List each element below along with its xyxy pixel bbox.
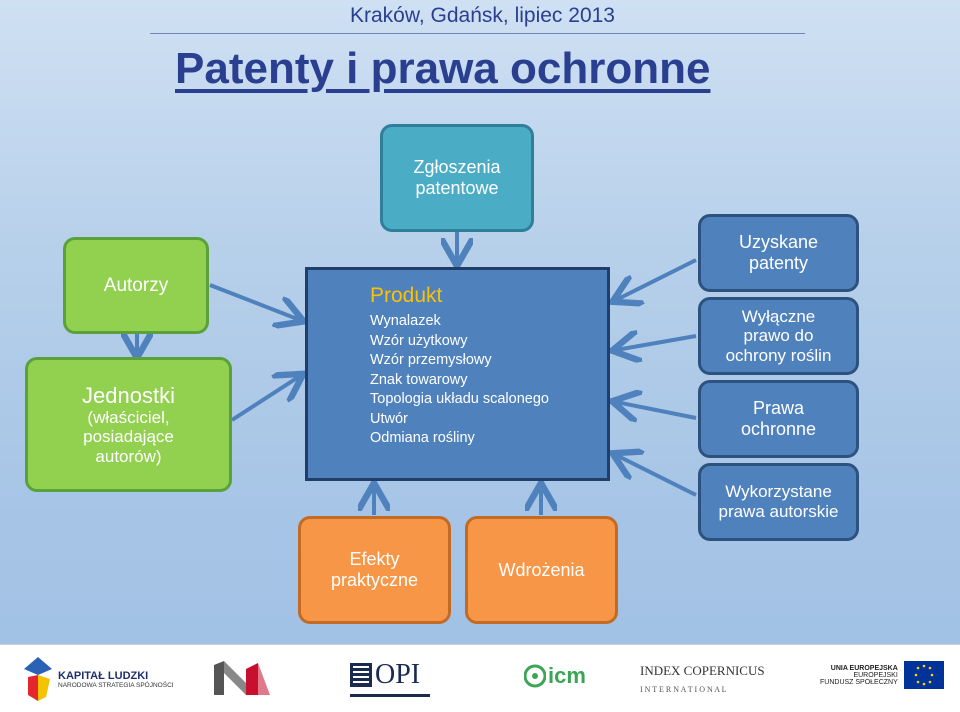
jednostki-head: Jednostki (82, 382, 175, 408)
produkt-heading: Produkt (370, 284, 443, 307)
header-subtitle: Kraków, Gdańsk, lipiec 2013 (350, 4, 615, 27)
wykorzystane-line1: Wykorzystane (725, 482, 832, 502)
prawa-ochronne-box: Prawa ochronne (698, 380, 859, 458)
ue-line1: EUROPEJSKI (853, 671, 898, 679)
wylaczne-line1: Wyłączne (741, 306, 816, 326)
icm-logo: icm (524, 663, 586, 689)
wdrozenia-label: Wdrożenia (498, 559, 585, 580)
ue-title: UNIA EUROPEJSKA (830, 664, 898, 672)
efekty-box: Efekty praktyczne (298, 516, 451, 624)
index-copernicus-title: INDEX COPERNICUS (640, 663, 765, 678)
kapital-ludzki-logo: KAPITAŁ LUDZKI NARODOWA STRATEGIA SPÓJNO… (24, 657, 174, 701)
produkt-item: Wynalazek (370, 313, 441, 329)
page-title: Patenty i prawa ochronne (175, 44, 711, 93)
arrow-uzyskane-produkt (616, 258, 697, 300)
prawa-line1: Prawa (752, 398, 805, 419)
autorzy-box: Autorzy (63, 237, 209, 334)
wylaczne-line2: prawo do (743, 326, 814, 346)
uzyskane-line1: Uzyskane (738, 232, 819, 253)
wykorzystane-prawa-box: Wykorzystane prawa autorskie (698, 463, 859, 541)
wylaczne-prawo-box: Wyłączne prawo do ochrony roślin (698, 297, 859, 375)
produkt-item: Wzór przemysłowy (370, 352, 492, 368)
efekty-line1: Efekty (349, 549, 400, 570)
jednostki-line3: autorów) (95, 446, 162, 466)
index-copernicus-logo: INDEX COPERNICUS I N T E R N A T I O N A… (640, 663, 765, 694)
arrow-wylaczne-produkt (616, 336, 697, 350)
ni-logo (214, 661, 270, 695)
jednostki-line1: (właściciel, (87, 407, 170, 427)
prawa-line2: ochronne (740, 419, 817, 439)
wylaczne-line3: ochrony roślin (725, 345, 832, 365)
header-divider (150, 33, 805, 34)
index-copernicus-sub: I N T E R N A T I O N A L (640, 685, 727, 694)
wdrozenia-box: Wdrożenia (465, 516, 618, 624)
wykorzystane-line2: prawa autorskie (718, 502, 839, 521)
arrow-prawa-produkt (616, 402, 697, 418)
kapital-ludzki-title: KAPITAŁ LUDZKI (58, 669, 149, 682)
produkt-item: Znak towarowy (370, 371, 468, 388)
zgloszenia-box: Zgłoszenia patentowe (380, 124, 534, 232)
uzyskane-line2: patenty (748, 253, 809, 273)
zgloszenia-line2: patentowe (415, 178, 499, 198)
footer-logos: KAPITAŁ LUDZKI NARODOWA STRATEGIA SPÓJNO… (0, 644, 960, 712)
zgloszenia-line1: Zgłoszenia (413, 157, 501, 178)
opi-underline (350, 694, 430, 697)
uzyskane-patenty-box: Uzyskane patenty (698, 214, 859, 292)
opi-mark-icon (350, 663, 372, 687)
eu-flag-icon (903, 661, 944, 689)
arrow-wykorzystane-produkt (616, 455, 697, 497)
produkt-box: Produkt Wynalazek Wzór użytkowy Wzór prz… (305, 267, 610, 481)
efekty-line2: praktyczne (330, 570, 419, 590)
jednostki-box: Jednostki (właściciel, posiadające autor… (25, 357, 232, 492)
autorzy-label: Autorzy (103, 274, 169, 296)
arrow-jednostki-produkt (230, 376, 300, 422)
opi-logo: OPI (350, 659, 430, 697)
icm-text: icm (548, 663, 586, 688)
jednostki-line2: posiadające (83, 427, 174, 447)
icm-mark-icon (524, 664, 546, 688)
produkt-item: Topologia układu scalonego (370, 391, 549, 407)
produkt-item: Wzór użytkowy (370, 332, 468, 349)
kapital-ludzki-icon (24, 657, 52, 701)
unia-europejska-logo: UNIA EUROPEJSKA EUROPEJSKI FUNDUSZ SPOŁE… (820, 661, 944, 689)
ue-line2: FUNDUSZ SPOŁECZNY (820, 678, 898, 686)
produkt-item: Utwór (370, 410, 408, 427)
arrow-autorzy-produkt (209, 283, 300, 320)
produkt-item: Odmiana rośliny (370, 430, 475, 446)
kapital-ludzki-sub: NARODOWA STRATEGIA SPÓJNOŚCI (58, 681, 174, 689)
ni-logo-icon (214, 661, 270, 695)
opi-text: OPI (375, 659, 421, 690)
